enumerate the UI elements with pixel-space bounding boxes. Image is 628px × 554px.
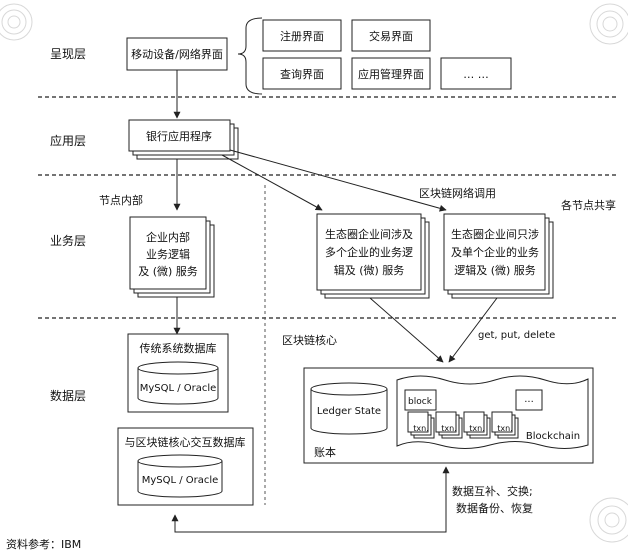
legacy-db-title: 传统系统数据库 xyxy=(140,341,217,355)
multi-enterprise-line-3: 辑及 (微) 服务 xyxy=(334,263,405,277)
bank-app-stack xyxy=(128,119,239,160)
more-blocks-label: ... xyxy=(524,394,534,405)
internal-service-line-1: 企业内部 xyxy=(146,230,190,244)
note-shared-nodes: 各节点共享 xyxy=(561,198,616,212)
txn-stack-2 xyxy=(435,411,463,439)
legacy-db-label: MySQL / Oracle xyxy=(140,383,217,394)
multi-enterprise-line-1: 生态圈企业间涉及 xyxy=(325,227,413,241)
screen-app-management xyxy=(351,57,431,90)
block-label: block xyxy=(408,397,433,407)
single-enterprise-line-2: 及单个企业的业务 xyxy=(451,245,539,259)
txn-label-4: txn. xyxy=(497,424,512,433)
single-enterprise-stack xyxy=(443,213,554,299)
sync-arrow xyxy=(171,466,450,533)
blockchain-label: Blockchain xyxy=(526,431,580,442)
screens-brace xyxy=(237,17,263,95)
block-box xyxy=(404,389,437,411)
internal-service-stack xyxy=(129,216,215,298)
screen-more-label: … … xyxy=(463,68,489,81)
note-blockchain-core: 区块链核心 xyxy=(282,333,337,347)
screen-register-label: 注册界面 xyxy=(280,29,324,43)
more-blocks-box xyxy=(515,389,543,411)
interact-db-title: 与区块链核心交互数据库 xyxy=(125,435,246,449)
note-api-calls: get, put, delete xyxy=(478,330,555,341)
internal-service-line-3: 及 (微) 服务 xyxy=(138,264,198,278)
note-node-internal: 节点内部 xyxy=(99,193,143,207)
txn-stack-1 xyxy=(407,411,435,439)
arrow-multi-to-ledger xyxy=(369,297,444,363)
single-enterprise-line-3: 逻辑及 (微) 服务 xyxy=(454,263,536,277)
ledger-state-cylinder xyxy=(310,382,388,435)
layer-label-application: 应用层 xyxy=(50,133,86,148)
multi-enterprise-line-2: 多个企业的业务逻 xyxy=(325,245,413,259)
multi-enterprise-stack xyxy=(316,213,430,299)
note-data-sync-1: 数据互补、交换; xyxy=(452,484,533,498)
legacy-db-cylinder xyxy=(137,361,219,405)
ledger-label: 账本 xyxy=(314,445,336,459)
arrow-single-to-ledger xyxy=(448,297,498,363)
watermark-decoration xyxy=(0,3,628,543)
txn-label-2: txn. xyxy=(441,424,456,433)
screen-trade xyxy=(351,19,431,52)
screen-query xyxy=(262,57,342,90)
layer-label-data: 数据层 xyxy=(50,388,86,403)
layer-label-presentation: 呈现层 xyxy=(50,47,86,61)
screen-app-management-label: 应用管理界面 xyxy=(358,67,424,81)
single-enterprise-line-1: 生态圈企业间只涉 xyxy=(451,227,539,241)
device-interface-label: 移动设备/网络界面 xyxy=(131,47,223,61)
arrow-app-to-multi xyxy=(221,154,323,211)
screen-query-label: 查询界面 xyxy=(280,67,324,81)
note-data-sync-2: 数据备份、恢复 xyxy=(456,501,533,515)
txn-label-1: txn. xyxy=(413,424,428,433)
screen-trade-label: 交易界面 xyxy=(369,29,413,43)
bank-app-label: 银行应用程序 xyxy=(146,129,212,143)
txn-stack-4 xyxy=(491,411,519,439)
interact-db-label: MySQL / Oracle xyxy=(142,475,219,486)
txn-stack-3 xyxy=(463,411,491,439)
source-note: 资料参考：IBM xyxy=(6,537,81,551)
txn-label-3: txn. xyxy=(469,424,484,433)
screen-more xyxy=(440,57,512,90)
screen-register xyxy=(262,19,342,52)
note-blockchain-call: 区块链网络调用 xyxy=(419,186,496,200)
layer-label-business: 业务层 xyxy=(50,233,86,248)
ledger-state-label: Ledger State xyxy=(317,406,381,417)
internal-service-line-2: 业务逻辑 xyxy=(146,247,190,261)
arrow-app-to-single xyxy=(229,149,447,212)
